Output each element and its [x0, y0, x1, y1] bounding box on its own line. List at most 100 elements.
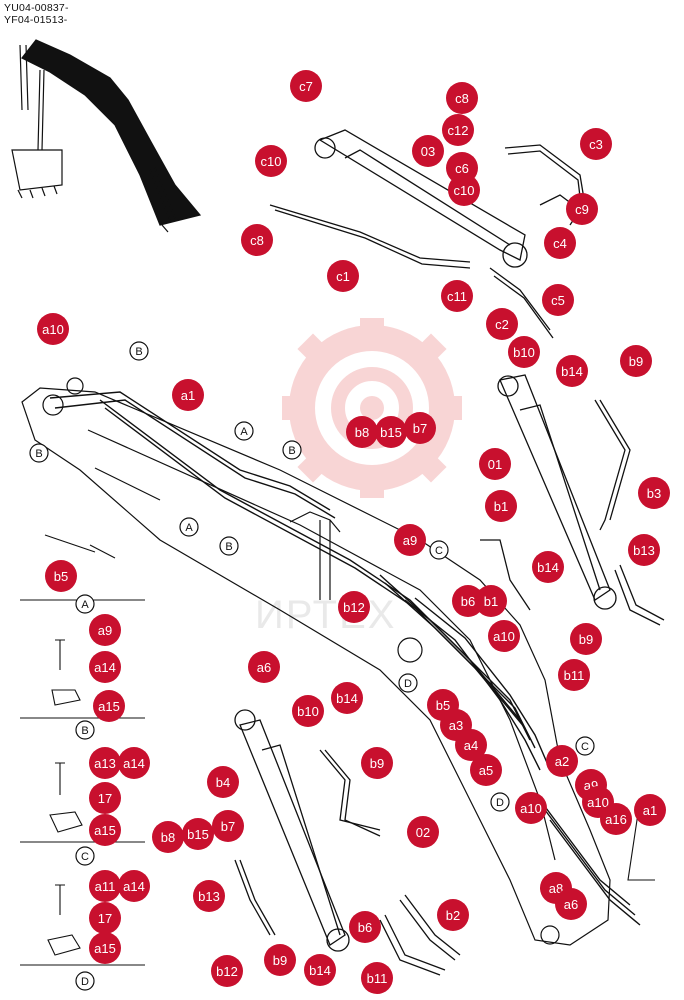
- part-callout: b4: [207, 766, 239, 798]
- view-marker-circle: [490, 792, 510, 812]
- callout-label: a1: [643, 803, 657, 818]
- callout-circle: [508, 336, 540, 368]
- part-callout: b8: [346, 416, 378, 448]
- part-callout: b6: [349, 911, 381, 943]
- callout-label: b4: [216, 775, 230, 790]
- callout-label: b10: [297, 704, 319, 719]
- callout-label: a9: [98, 623, 112, 638]
- view-marker: D: [75, 971, 95, 991]
- part-callout: a13: [89, 747, 121, 779]
- part-callout: b1: [485, 490, 517, 522]
- part-callout: c4: [544, 227, 576, 259]
- callout-circle: [442, 114, 474, 146]
- part-callout: c10: [255, 145, 287, 177]
- view-marker-circle: [75, 846, 95, 866]
- callout-circle: [89, 614, 121, 646]
- callout-label: c3: [589, 137, 603, 152]
- cylinder-03: [269, 129, 586, 339]
- callout-label: c9: [575, 202, 589, 217]
- view-marker-label: A: [240, 426, 248, 438]
- part-callout: b13: [193, 880, 225, 912]
- part-callout: b10: [508, 336, 540, 368]
- view-marker: A: [179, 517, 199, 537]
- callout-label: b11: [564, 668, 585, 683]
- callout-label: a13: [94, 756, 116, 771]
- callout-circle: [255, 145, 287, 177]
- callout-circle: [515, 792, 547, 824]
- part-callout: b6: [452, 585, 484, 617]
- part-callout: b10: [292, 695, 324, 727]
- callout-label: b15: [380, 425, 402, 440]
- part-callout: b14: [331, 682, 363, 714]
- callout-circle: [182, 818, 214, 850]
- view-marker-circle: [75, 720, 95, 740]
- callout-circle: [89, 870, 121, 902]
- cylinder-02: [234, 709, 461, 976]
- callout-label: a9: [403, 533, 417, 548]
- callout-circle: [37, 313, 69, 345]
- part-callout: b2: [437, 899, 469, 931]
- callout-label: a6: [257, 660, 271, 675]
- callout-label: a15: [98, 699, 120, 714]
- part-callout: b14: [532, 551, 564, 583]
- part-callout: 03: [412, 135, 444, 167]
- callout-label: b11: [367, 971, 388, 986]
- callout-circle: [264, 944, 296, 976]
- callout-label: c1: [336, 269, 350, 284]
- model-code-1: YU04-00837-: [4, 2, 69, 14]
- view-marker: B: [282, 440, 302, 460]
- callout-circle: [207, 766, 239, 798]
- view-marker-label: B: [35, 448, 42, 460]
- callout-label: a16: [605, 812, 627, 827]
- callout-label: a10: [493, 629, 515, 644]
- callout-label: b8: [161, 830, 175, 845]
- callout-circle: [89, 747, 121, 779]
- view-marker-circle: [219, 536, 239, 556]
- callout-circle: [437, 899, 469, 931]
- callout-circle: [488, 620, 520, 652]
- part-callout: a11: [89, 870, 121, 902]
- callout-label: b5: [436, 698, 450, 713]
- callout-circle: [152, 821, 184, 853]
- callout-label: b13: [198, 889, 220, 904]
- callout-circle: [407, 816, 439, 848]
- callout-circle: [638, 477, 670, 509]
- view-marker-circle: [234, 421, 254, 441]
- callout-label: a15: [94, 941, 116, 956]
- callout-circle: [542, 284, 574, 316]
- part-callout: c8: [241, 224, 273, 256]
- callout-label: c8: [250, 233, 264, 248]
- view-marker-label: B: [135, 346, 142, 358]
- callout-circle: [485, 490, 517, 522]
- watermark-text: ИРТЕХ: [255, 593, 396, 637]
- view-marker: B: [219, 536, 239, 556]
- part-callout: b8: [152, 821, 184, 853]
- view-marker-label: C: [81, 851, 89, 863]
- callout-label: c4: [553, 236, 567, 251]
- part-callout: b9: [361, 747, 393, 779]
- part-callout: a16: [600, 803, 632, 835]
- callout-label: b9: [629, 354, 643, 369]
- part-callout: b5: [45, 560, 77, 592]
- callout-label: c8: [455, 91, 469, 106]
- callout-label: b14: [309, 963, 331, 978]
- callout-label: b12: [216, 964, 238, 979]
- callout-circle: [446, 82, 478, 114]
- callout-circle: [486, 308, 518, 340]
- callout-label: b15: [187, 827, 209, 842]
- part-callout: b12: [211, 955, 243, 987]
- callout-circle: [532, 551, 564, 583]
- callout-label: 03: [421, 144, 435, 159]
- callout-label: b1: [484, 594, 498, 609]
- callout-label: b12: [343, 600, 365, 615]
- callout-circle: [441, 280, 473, 312]
- part-callout: a10: [488, 620, 520, 652]
- callout-label: c5: [551, 293, 565, 308]
- part-callout: a6: [248, 651, 280, 683]
- callout-label: c7: [299, 79, 313, 94]
- callout-circle: [452, 585, 484, 617]
- callout-label: a14: [94, 660, 116, 675]
- callout-circle: [412, 135, 444, 167]
- part-callout: b15: [375, 416, 407, 448]
